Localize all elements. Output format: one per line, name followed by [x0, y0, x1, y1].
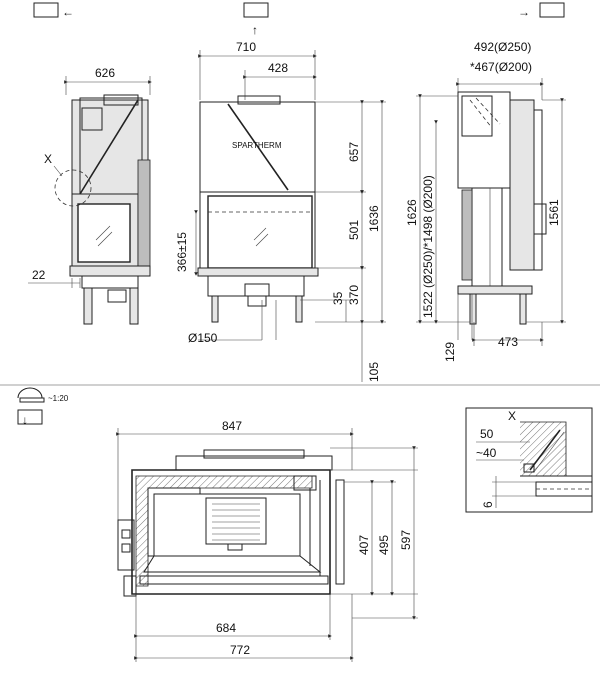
dim-772: 772: [230, 643, 250, 657]
dim-710: 710: [236, 40, 256, 54]
dim-105: 105: [367, 362, 381, 382]
view-symbol-left: ←: [33, 2, 74, 19]
dim-492: 492(Ø250): [474, 40, 531, 54]
arrow-left-icon: ←: [62, 5, 74, 19]
view-symbol-center: ↑: [243, 2, 269, 37]
dim-22: 22: [32, 268, 46, 282]
dim-1626: 1626: [405, 199, 419, 226]
front-elevation-view: 710 428 SPARTHERM Ø150 366±15: [175, 40, 386, 382]
left-elevation-view: 626 X 22: [28, 66, 152, 325]
brand-logo: SPARTHERM: [232, 141, 282, 150]
dim-1561: 1561: [547, 199, 561, 226]
dim-366: 366±15: [175, 232, 189, 272]
dim-467: *467(Ø200): [470, 60, 532, 74]
dim-35: 35: [331, 291, 345, 305]
arrow-up-icon: ↑: [252, 23, 258, 37]
detail-x-label: X: [508, 409, 516, 423]
plan-view: 847: [116, 419, 418, 662]
dim-657: 657: [347, 142, 361, 162]
dim-50: 50: [480, 427, 494, 441]
dim-40: ~40: [476, 446, 497, 460]
dim-flue-150: Ø150: [188, 331, 218, 345]
dim-1522: 1522 (Ø250)/*1498 (Ø200): [421, 175, 435, 318]
dim-6: 6: [481, 501, 495, 508]
dim-129: 129: [443, 342, 457, 362]
plan-view-symbol: ~1:20 ↓: [17, 387, 69, 427]
dim-495: 495: [377, 535, 391, 555]
arrow-right-icon: →: [518, 5, 530, 19]
dim-501: 501: [347, 220, 361, 240]
dim-597: 597: [399, 530, 413, 550]
dim-684: 684: [216, 621, 236, 635]
view-symbol-right: →: [518, 2, 565, 19]
dim-370: 370: [347, 285, 361, 305]
dim-407: 407: [357, 535, 371, 555]
dim-626: 626: [95, 66, 115, 80]
dim-1636: 1636: [367, 205, 381, 232]
dim-847: 847: [222, 419, 242, 433]
scale-label: ~1:20: [48, 394, 69, 403]
arrow-down-icon: ↓: [22, 413, 28, 427]
grate: [212, 503, 260, 541]
detail-x-view: X 50 ~40 6: [465, 407, 593, 513]
dim-473: 473: [498, 335, 518, 349]
side-elevation-view: 492(Ø250) *467(Ø200) 1626 1522 (Ø250)/*1…: [405, 40, 566, 362]
detail-marker-x: X: [44, 152, 52, 166]
dim-428: 428: [268, 61, 288, 75]
